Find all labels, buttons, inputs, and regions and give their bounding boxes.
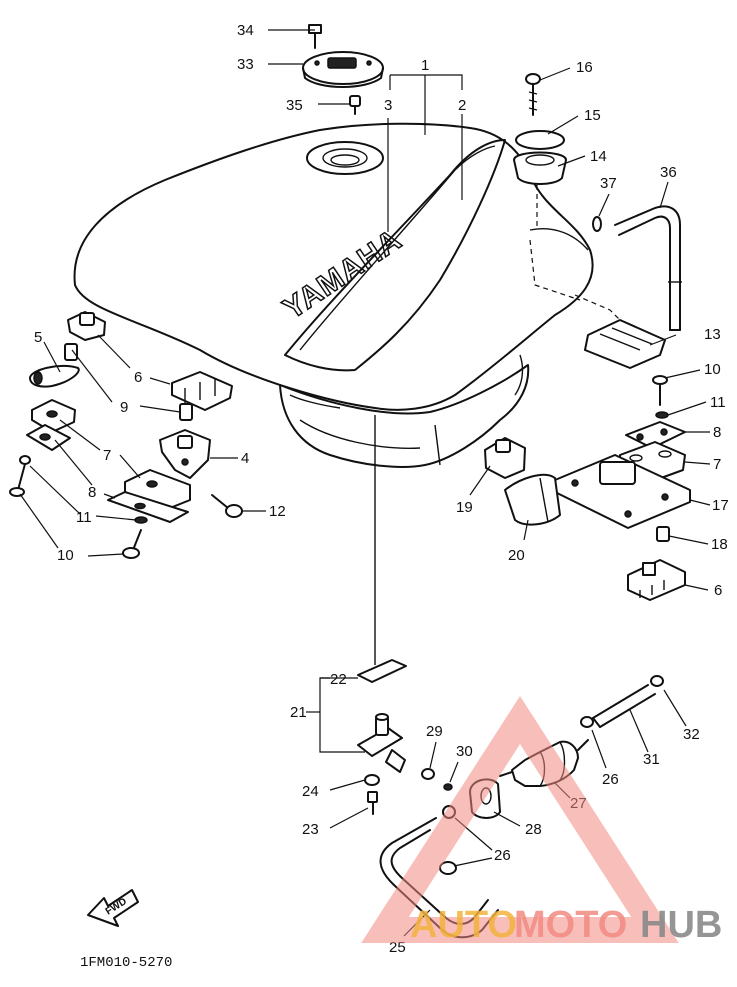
damper-6-front xyxy=(171,371,233,411)
callout-7-rear: 7 xyxy=(713,456,721,473)
callout-18: 18 xyxy=(711,536,728,553)
watermark-triangle xyxy=(361,695,679,943)
callout-23: 23 xyxy=(302,821,319,838)
gasket-22 xyxy=(357,659,407,683)
clip-32 xyxy=(650,675,664,687)
callout-4: 4 xyxy=(241,450,249,467)
fuel-cock-21 xyxy=(357,713,406,773)
fuel-tank: YAMAHA xyxy=(73,122,626,468)
bolt-10-rear xyxy=(652,375,668,406)
watermark-hub: HUB xyxy=(640,904,722,946)
filler-cap xyxy=(302,51,384,88)
callout-6-rear: 6 xyxy=(714,582,722,599)
bolt-12 xyxy=(211,494,243,518)
screw-30 xyxy=(443,783,453,791)
callout-numbers: 34 33 35 1 3 2 16 15 14 37 36 13 10 11 8… xyxy=(34,22,729,956)
callout-34: 34 xyxy=(237,22,254,39)
callout-20: 20 xyxy=(508,547,525,564)
callout-11-rear: 11 xyxy=(710,394,726,411)
watermark-auto: AUTO xyxy=(410,904,517,946)
cap-screw xyxy=(349,95,361,115)
callout-10-rear: 10 xyxy=(704,361,721,378)
callout-9: 9 xyxy=(120,399,128,416)
watermark-logo: AUTO MOTO HUB xyxy=(361,695,722,946)
callout-36: 36 xyxy=(660,164,677,181)
callout-26-lower: 26 xyxy=(494,847,511,864)
plate-8-front-lower xyxy=(107,491,189,523)
callout-21: 21 xyxy=(290,704,307,721)
part-code: 1FM010-5270 xyxy=(80,955,172,971)
callout-7-front: 7 xyxy=(103,447,111,464)
callout-29: 29 xyxy=(426,723,443,740)
bracket-4 xyxy=(159,429,211,479)
clip-37 xyxy=(592,216,602,232)
callout-10-front: 10 xyxy=(57,547,74,564)
watermark-moto: MOTO xyxy=(514,904,627,946)
callout-5: 5 xyxy=(34,329,42,346)
bolt-10-front xyxy=(122,529,142,559)
callout-28: 28 xyxy=(525,821,542,838)
callout-2: 2 xyxy=(458,97,466,114)
breather-hose xyxy=(614,205,682,331)
damper-14 xyxy=(513,151,567,185)
cushion-7-front xyxy=(31,399,76,433)
callout-16: 16 xyxy=(576,59,593,76)
cover-15 xyxy=(515,130,565,150)
callout-8-rear: 8 xyxy=(713,424,721,441)
callout-15: 15 xyxy=(584,107,601,124)
callout-3: 3 xyxy=(384,97,392,114)
callout-30: 30 xyxy=(456,743,473,760)
washer-11-left xyxy=(134,516,148,524)
plate-8-front xyxy=(26,424,71,451)
callout-25: 25 xyxy=(389,939,406,956)
callout-35: 35 xyxy=(286,97,303,114)
hose-31 xyxy=(592,684,656,728)
band-20 xyxy=(504,473,561,526)
damper-front-top xyxy=(67,311,106,341)
callout-8-front: 8 xyxy=(88,484,96,501)
callout-1: 1 xyxy=(421,57,429,74)
clip-29 xyxy=(421,768,435,780)
callout-33: 33 xyxy=(237,56,254,73)
bolt-10-left xyxy=(9,455,31,497)
callout-19: 19 xyxy=(456,499,473,516)
callout-32: 32 xyxy=(683,726,700,743)
clip-26-upper xyxy=(580,716,594,728)
damper-6-rear xyxy=(627,559,686,601)
collar-9 xyxy=(179,403,193,421)
collar-18 xyxy=(656,526,670,542)
callout-22: 22 xyxy=(330,671,347,688)
callout-13: 13 xyxy=(704,326,721,343)
callout-17: 17 xyxy=(712,497,729,514)
screw-23 xyxy=(367,791,378,815)
cap-bolt xyxy=(308,24,322,49)
callout-12: 12 xyxy=(269,503,286,520)
callout-26-upper: 26 xyxy=(602,771,619,788)
washer-24 xyxy=(364,774,380,786)
rear-damper-13 xyxy=(584,319,666,369)
damper-19 xyxy=(484,437,526,479)
forward-arrow: FWD xyxy=(87,889,139,927)
callout-37: 37 xyxy=(600,175,617,192)
leader-lines xyxy=(19,29,711,937)
callout-11-front: 11 xyxy=(76,509,92,526)
callout-6-front: 6 xyxy=(134,369,142,386)
callout-24: 24 xyxy=(302,783,319,800)
callout-14: 14 xyxy=(590,148,607,165)
collar-5 xyxy=(29,343,80,388)
callout-31: 31 xyxy=(643,751,660,768)
bolt-16 xyxy=(525,73,541,116)
washer-11-rear xyxy=(655,411,669,419)
